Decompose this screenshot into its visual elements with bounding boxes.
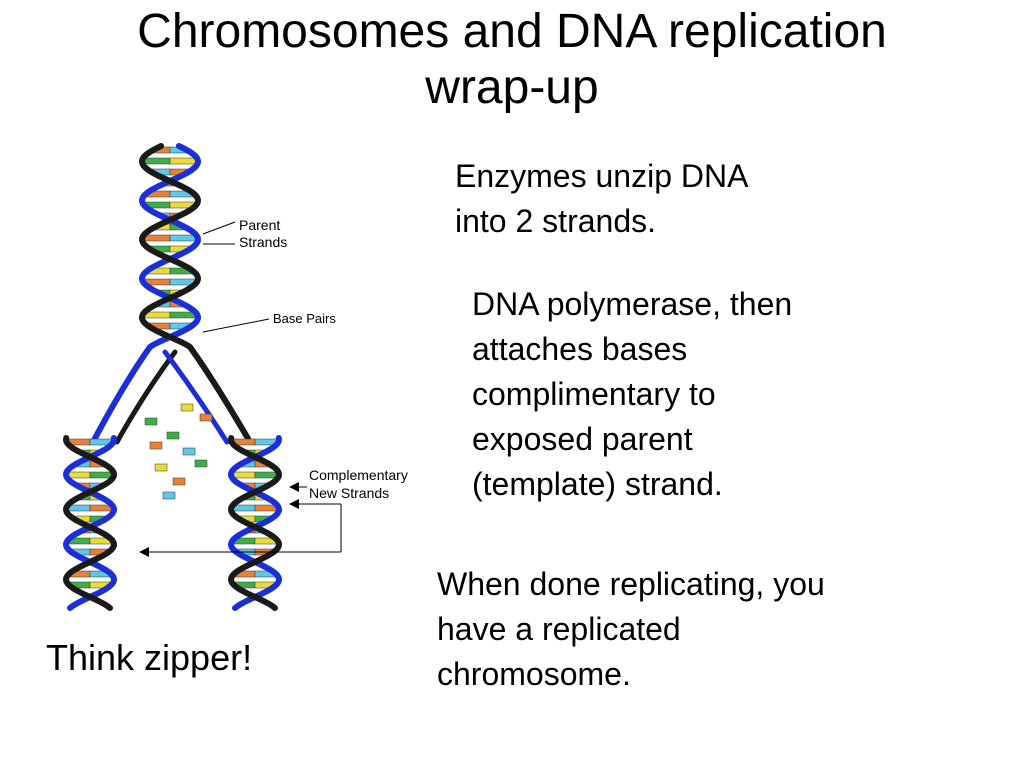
dna-helix (62, 143, 283, 611)
complementary-label-line-2: New Strands (309, 485, 389, 501)
free-nucleotide (162, 491, 176, 500)
daughter-right-strand-dark (227, 435, 283, 611)
label-parent-strands: Parent Strands (202, 217, 287, 250)
paragraph-2-line-3: complimentary to (472, 376, 716, 412)
fork-right-dark (187, 344, 253, 445)
parent-label-line-1: Parent (239, 217, 280, 233)
parent-strand-dark (138, 143, 202, 349)
complementary-label-line-1: Complementary (309, 467, 408, 483)
arrow-left (139, 547, 149, 557)
title-line-1: Chromosomes and DNA replication (137, 5, 887, 58)
slide-title: Chromosomes and DNA replication wrap-up (0, 4, 1024, 116)
fork-left-blue (90, 344, 153, 445)
paragraph-3-line-3: chromosome. (437, 656, 631, 692)
paragraph-2-line-1: DNA polymerase, then (472, 286, 793, 322)
label-base-pairs: Base Pairs (202, 311, 336, 333)
paragraph-3-line-1: When done replicating, you (437, 566, 825, 602)
free-nucleotide (199, 413, 213, 422)
free-nucleotide (144, 417, 158, 426)
parent-label-line-2: Strands (239, 234, 287, 250)
paragraph-unzip: Enzymes unzip DNA into 2 strands. (455, 154, 748, 244)
daughter-left-strand-blue (62, 435, 118, 611)
free-nucleotide (172, 477, 186, 486)
free-nucleotide (182, 447, 196, 456)
daughter-right-strand-blue (227, 435, 283, 611)
caption-think-zipper: Think zipper! (46, 637, 253, 678)
fork-left-dark (114, 349, 178, 445)
paragraph-1-line-2: into 2 strands. (455, 203, 656, 239)
free-nucleotide (194, 459, 208, 468)
free-nucleotide (149, 441, 163, 450)
fork-right-blue (162, 349, 230, 445)
title-line-2: wrap-up (425, 61, 599, 114)
label-complementary-strands: Complementary New Strands (139, 467, 408, 557)
daughter-left-strand-dark (62, 435, 118, 611)
parent-strand-blue (138, 143, 202, 349)
paragraph-polymerase: DNA polymerase, then attaches bases comp… (472, 282, 792, 507)
free-nucleotide (166, 431, 180, 440)
paragraph-2-line-5: (template) strand. (472, 466, 723, 502)
paragraph-2-line-2: attaches bases (472, 331, 688, 367)
dna-replication-diagram: Parent Strands Base Pairs Complementary … (62, 143, 408, 611)
paragraph-1-line-1: Enzymes unzip DNA (455, 158, 749, 194)
paragraph-3-line-2: have a replicated (437, 611, 681, 647)
base-pairs-label: Base Pairs (273, 311, 336, 326)
free-nucleotide (180, 403, 194, 412)
paragraph-replicated: When done replicating, you have a replic… (437, 562, 825, 697)
free-nucleotide (154, 463, 168, 472)
paragraph-2-line-4: exposed parent (472, 421, 693, 457)
arrow-right-lower (289, 499, 299, 509)
arrow-right-upper (289, 482, 299, 492)
